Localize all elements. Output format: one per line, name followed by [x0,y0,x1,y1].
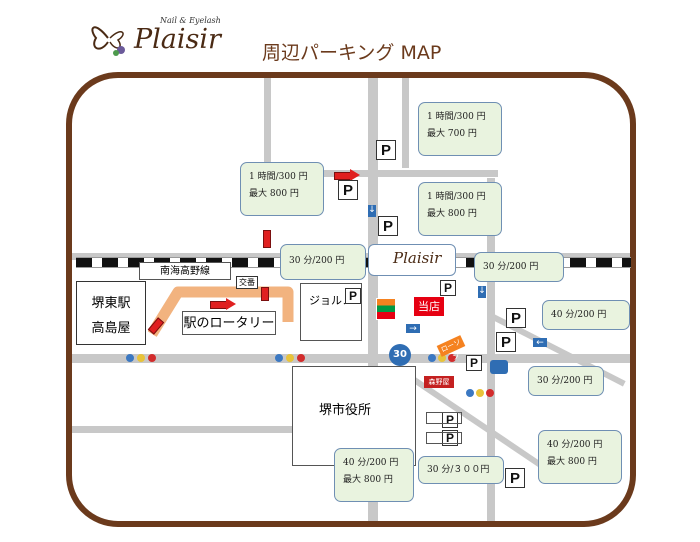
parking-callout-3-rate: 1 時間/300 円 [427,192,486,202]
road-vertical-1 [264,78,271,178]
parking-callout-1-rate: 1 時間/300 円 [427,112,486,122]
road-top-horizontal [268,170,498,177]
road-vertical-3 [487,178,495,521]
logo: Nail & Eyelash Plaisir [88,14,238,60]
parking-right-2: P [496,332,516,352]
parking-lot-outline-1 [426,412,462,424]
arrow-rotary-up [261,287,269,301]
parking-callout-4-rate: 30 分/200 円 [289,256,345,266]
parking-callout-6: 40 分/200 円 [542,300,630,330]
traffic-light-3-red [448,354,456,362]
traffic-light-1-yellow [137,354,145,362]
traffic-light-2-yellow [286,354,294,362]
traffic-light-4-yellow [476,389,484,397]
traffic-light-4-blue [466,389,474,397]
butterfly-icon [91,26,125,56]
parking-callout-8: 40 分/200 円 最大 800 円 [334,448,414,502]
rotary-label: 駅のロータリー [182,311,276,335]
parking-left-top: P [338,180,358,200]
arrow-rotary-right-head [226,298,236,310]
department-store-name: 高島屋 [91,321,131,336]
parking-callout-4: 30 分/200 円 [280,244,366,280]
parking-callout-7-rate: 30 分/200 円 [537,376,593,386]
traffic-light-1-red [148,354,156,362]
parking-lot-outline-2 [426,432,462,444]
parking-callout-9: 30 分/３００円 [418,456,504,484]
station-box: 堺東駅 高島屋 [76,281,146,345]
lawson-icon [490,360,508,374]
traffic-light-2-red [297,354,305,362]
arrow-road-right-2-head [350,169,360,181]
traffic-light-1-blue [126,354,134,362]
railway-name: 南海高野線 [139,262,231,280]
parking-callout-8-rate: 40 分/200 円 [343,458,399,468]
road-right-vertical [402,78,409,168]
jorno-label: ジョルノ [309,294,353,307]
traffic-light-3-blue [428,354,436,362]
shop-badge: 当店 [414,297,444,316]
road-diagonal-2 [398,368,543,469]
road-horizontal-2 [72,426,372,433]
parking-jorno: P [345,288,361,304]
logo-tagline: Nail & Eyelash [160,16,221,25]
store-sign-1: 森野屋 [424,376,454,388]
parking-callout-6-rate: 40 分/200 円 [551,310,607,320]
parking-callout-10-rate: 40 分/200 円 [547,440,603,450]
traffic-light-3-yellow [438,354,446,362]
parking-callout-10: 40 分/200 円 最大 800 円 [538,430,622,484]
parking-lawson: P [466,355,482,371]
one-way-sign-4: ← [533,338,547,348]
parking-callout-2: 1 時間/300 円 最大 800 円 [240,162,324,216]
road-vertical-2 [368,78,378,521]
parking-near-shop: P [440,280,456,296]
parking-callout-2-rate: 1 時間/300 円 [249,172,308,182]
shop-callout: Plaisir [368,244,456,276]
traffic-light-2-blue [275,354,283,362]
traffic-light-4-red [486,389,494,397]
one-way-sign-1: ↓ [368,205,376,217]
parking-top-right: P [376,140,396,160]
parking-callout-3-max: 最大 800 円 [427,209,477,220]
shop-logo: Plaisir [393,249,442,267]
parking-callout-8-max: 最大 800 円 [343,475,393,486]
parking-callout-9-rate: 30 分/３００円 [427,465,490,475]
parking-callout-1: 1 時間/300 円 最大 700 円 [418,102,502,156]
parking-callout-7: 30 分/200 円 [528,366,604,396]
parking-callout-3: 1 時間/300 円 最大 800 円 [418,182,502,236]
parking-south-2: P [442,430,458,446]
parking-callout-5-rate: 30 分/200 円 [483,262,539,272]
station-name: 堺東駅 [91,296,131,311]
one-way-sign-3: → [406,324,420,334]
koban-label: 交番 [236,276,258,289]
route-30-sign: 30 [389,344,411,366]
parking-callout-2-max: 最大 800 円 [249,189,299,200]
road-main [72,354,630,363]
city-hall-label: 堺市役所 [319,403,372,418]
parking-callout-10-max: 最大 800 円 [547,457,597,468]
parking-right-1: P [506,308,526,328]
parking-mid-top: P [378,216,398,236]
parking-callout-1-max: 最大 700 円 [427,129,477,140]
arrow-up-1 [263,230,271,248]
seven-eleven-icon [376,298,396,320]
parking-south-right: P [505,468,525,488]
logo-name: Plaisir [134,24,221,55]
rotary-path [148,286,294,337]
parking-callout-5: 30 分/200 円 [474,252,564,282]
one-way-sign-2: ↓ [478,286,486,298]
page-title: 周辺パーキング MAP [262,42,442,64]
